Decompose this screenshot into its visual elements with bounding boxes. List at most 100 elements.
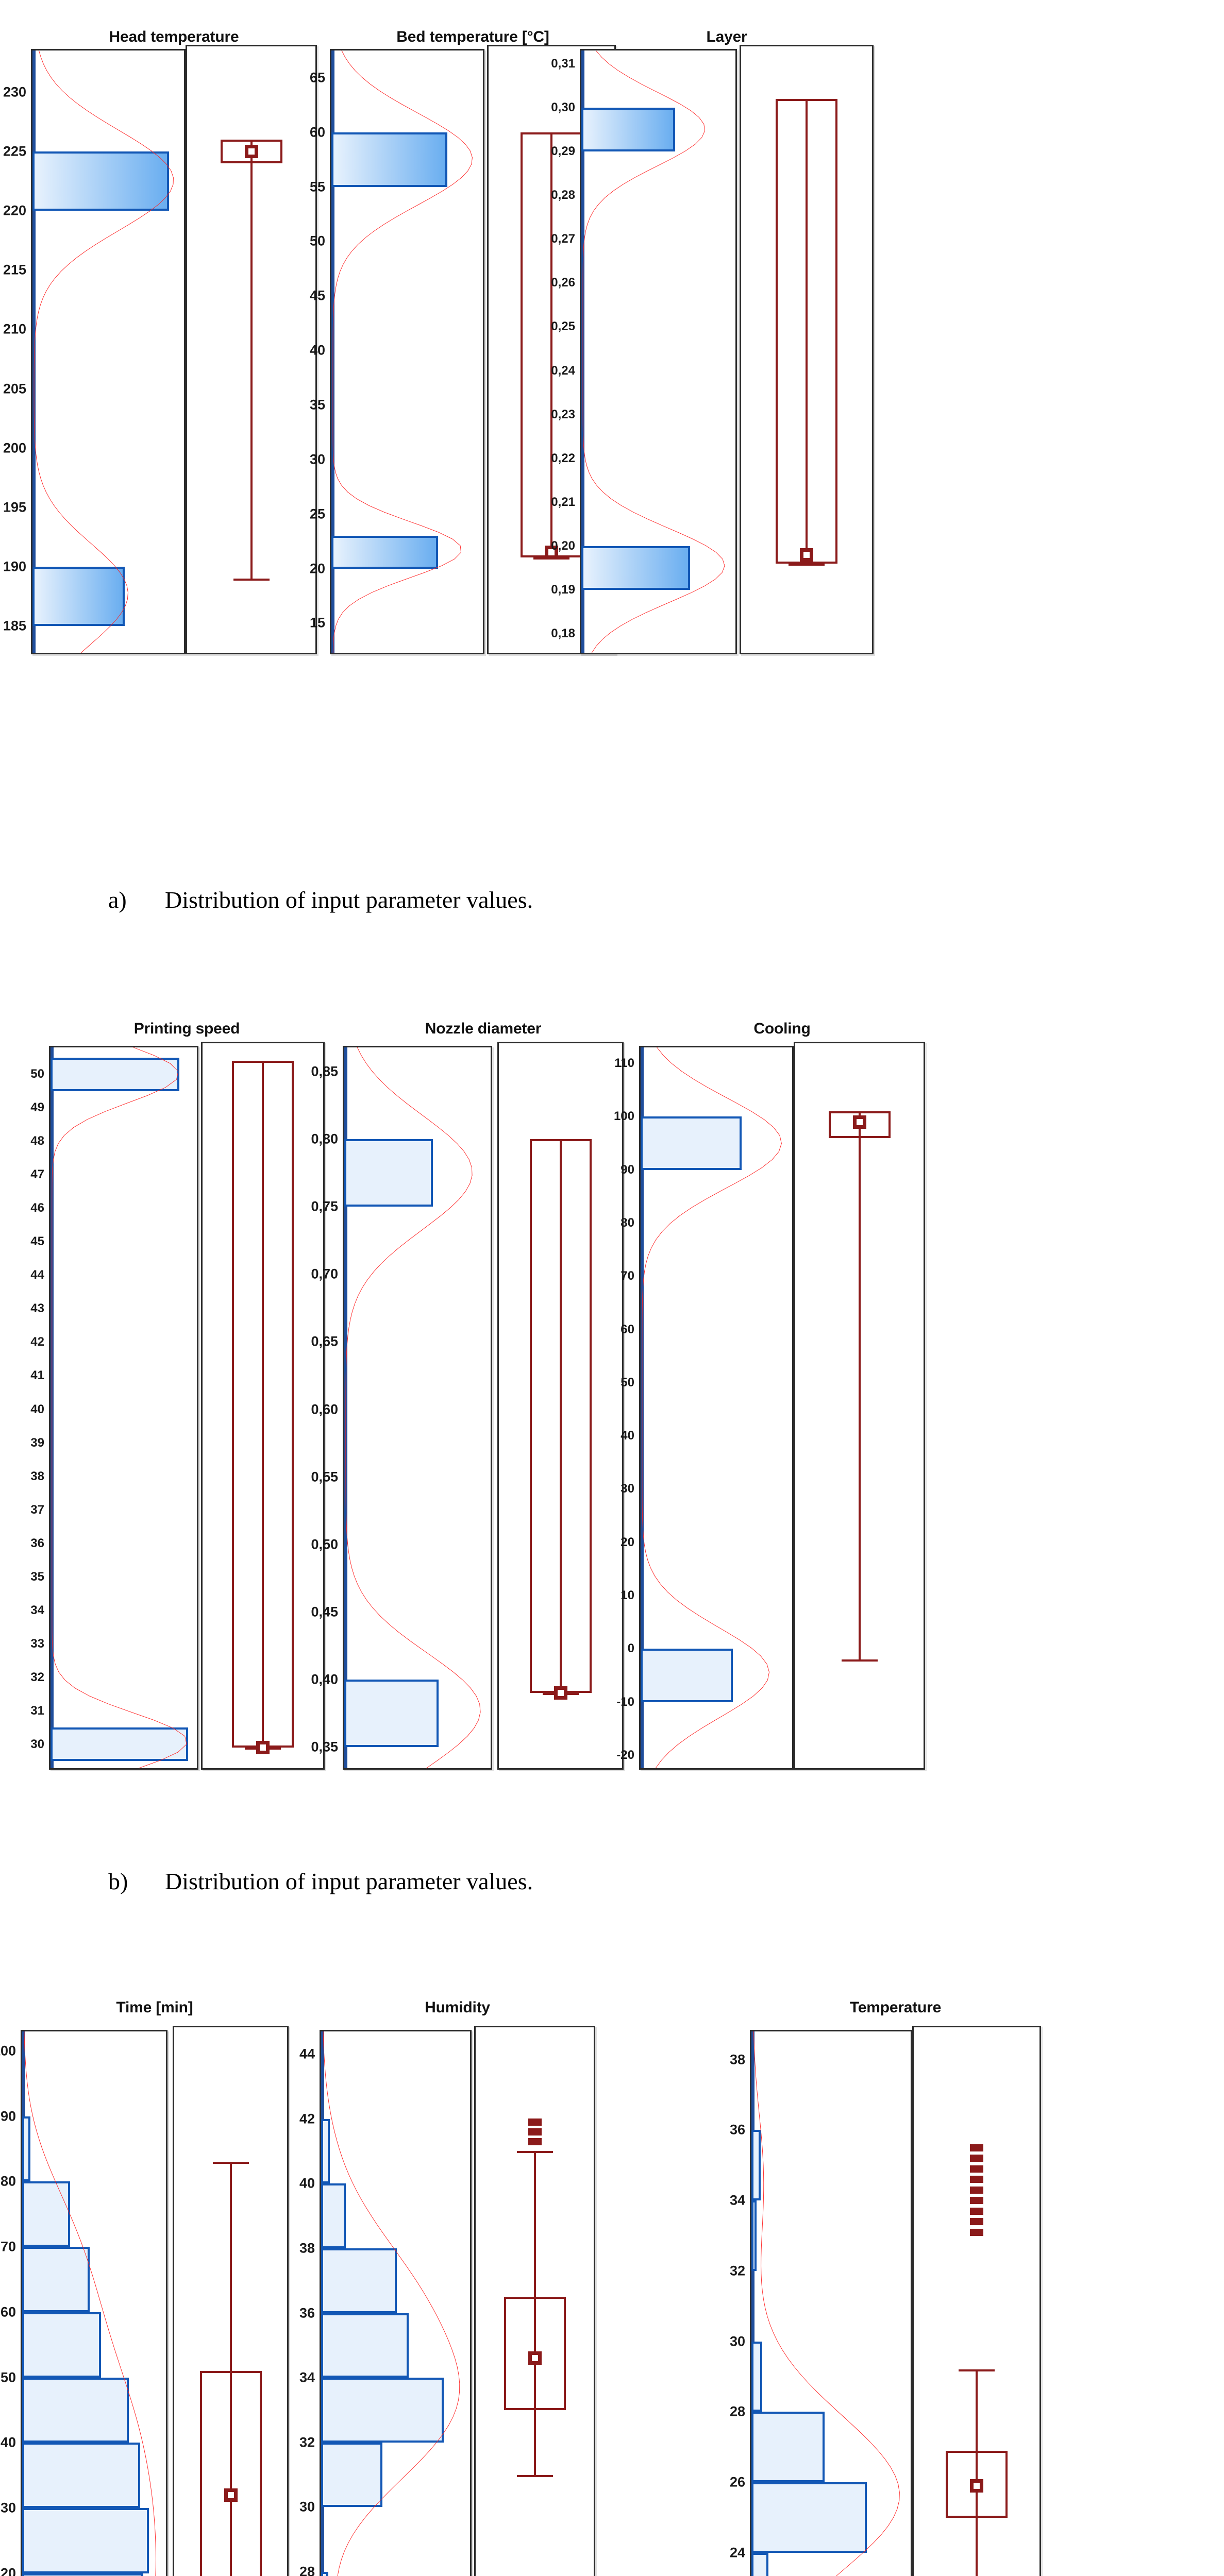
histogram-plot: 3836343230282624222018 [730, 2030, 912, 2576]
axis-tick-label: 44 [30, 1268, 44, 1282]
axis-tick-label: 40 [0, 2434, 16, 2450]
axis-tick-label: 30 [0, 2500, 16, 2516]
histogram-bar [321, 2183, 346, 2248]
axis-tick-label: 65 [309, 70, 325, 86]
axis-tick-label: 40 [30, 1402, 44, 1416]
axis-tick-label: 20 [0, 2565, 16, 2576]
axis-tick-label: 30 [30, 1737, 44, 1751]
quartile-box [776, 98, 837, 564]
axis-tick-label: 32 [729, 2263, 745, 2279]
axis-tick-label: 0,30 [551, 100, 575, 114]
axis-tick-label: 39 [30, 1435, 44, 1450]
axis-tick-label: 45 [309, 287, 325, 303]
panel-title: Cooling [753, 1020, 811, 1037]
axis-tick-label: 0,18 [551, 626, 575, 641]
axis-tick-label: 26 [729, 2474, 745, 2490]
axis-tick-label: 28 [299, 2564, 315, 2576]
whisker-cap-lower [233, 579, 270, 581]
axis-tick-label: 38 [30, 1469, 44, 1483]
caption-label: b) [108, 1868, 128, 1894]
histogram-bar [51, 1057, 180, 1091]
axis-tick-label: 25 [309, 506, 325, 522]
axis-tick-label: 185 [3, 618, 26, 634]
axis-tick-label: 60 [309, 124, 325, 140]
outlier-point [970, 2165, 983, 2173]
axis-tick-label: 50 [30, 1067, 44, 1081]
box-plot [186, 45, 317, 654]
axis-tick-label: 42 [299, 2111, 315, 2127]
axis-tick-label: 38 [729, 2052, 745, 2067]
whisker-line [858, 1111, 861, 1660]
panel-title: Nozzle diameter [425, 1020, 542, 1037]
box-plot [740, 45, 874, 654]
axis-tick-label: 40 [299, 2175, 315, 2191]
histogram-bar [581, 107, 675, 151]
box-plot [201, 1042, 325, 1770]
panel-title: Humidity [425, 1999, 490, 2016]
histogram-bar [641, 1116, 742, 1170]
whisker-line [550, 132, 552, 558]
whisker-line [559, 1139, 562, 1693]
axis-tick-label: 50 [309, 233, 325, 249]
whisker-cap-lower [516, 2475, 553, 2477]
figure-caption-b: b)Distribution of input parameter values… [108, 1868, 533, 1895]
axis-tick-label: 40 [621, 1429, 634, 1443]
axis-tick-label: 210 [3, 321, 26, 337]
axis-tick-label: 50 [621, 1375, 634, 1389]
axis-tick-label: 15 [309, 615, 325, 631]
histogram-plot: 444240383634323028262422 [299, 2030, 472, 2576]
axis-tick-label: 34 [30, 1603, 44, 1617]
histogram-bar [751, 2552, 769, 2576]
axis-tick-label: 34 [729, 2192, 745, 2208]
axis-tick-label: 230 [3, 84, 26, 100]
outlier-point [970, 2207, 983, 2215]
axis-tick-label: 225 [3, 143, 26, 159]
axis-tick-label: 33 [30, 1636, 44, 1651]
panel-title: Bed temperature [°C] [396, 28, 549, 45]
axis-tick-label: 70 [0, 2239, 16, 2255]
box-plot [497, 1042, 624, 1770]
axis-tick-label: -10 [616, 1694, 634, 1709]
histogram-bar [321, 2442, 382, 2507]
axis-tick-label: 190 [3, 558, 26, 574]
normal-curve [51, 1047, 197, 1768]
axis-tick-label: 0,28 [551, 188, 575, 202]
axis-tick-label: 37 [30, 1502, 44, 1517]
axis-tick-label: 60 [0, 2304, 16, 2320]
histogram-bar [321, 2313, 409, 2378]
axis-tick-label: 200 [3, 440, 26, 456]
axis-spine [751, 2031, 754, 2576]
whisker-cap-upper [516, 2151, 553, 2154]
quartile-box [220, 139, 282, 163]
axis-tick-label: 0,27 [551, 232, 575, 246]
whisker-cap-lower [841, 1659, 878, 1662]
histogram-bar [32, 567, 125, 626]
outlier-point [528, 2128, 542, 2136]
histogram-bar [641, 1649, 733, 1702]
axis-tick-label: 0,45 [311, 1604, 338, 1620]
histogram-bar [321, 2572, 329, 2576]
histogram-bar [751, 2412, 825, 2483]
axis-tick-label: 0,50 [311, 1536, 338, 1552]
panel-title: Temperature [849, 1999, 942, 2016]
axis-tick-label: 0,60 [311, 1401, 338, 1417]
axis-tick-label: 100 [0, 2043, 16, 2059]
histogram-bar [22, 2181, 70, 2247]
mean-marker [852, 1115, 866, 1129]
panel-title: Time [min] [116, 1999, 193, 2016]
outlier-point [970, 2176, 983, 2183]
histogram-bar [22, 2443, 141, 2509]
axis-tick-label: 43 [30, 1301, 44, 1316]
caption-label: a) [108, 887, 127, 913]
histogram-bar [751, 2482, 867, 2553]
outlier-point [970, 2155, 983, 2162]
outlier-point [970, 2218, 983, 2226]
axis-tick-label: 46 [30, 1201, 44, 1215]
histogram-bar [321, 2119, 330, 2184]
histogram-bar [22, 2312, 101, 2378]
whisker-cap-upper [959, 2369, 995, 2372]
axis-tick-label: 47 [30, 1167, 44, 1182]
quartile-box [828, 1111, 891, 1138]
